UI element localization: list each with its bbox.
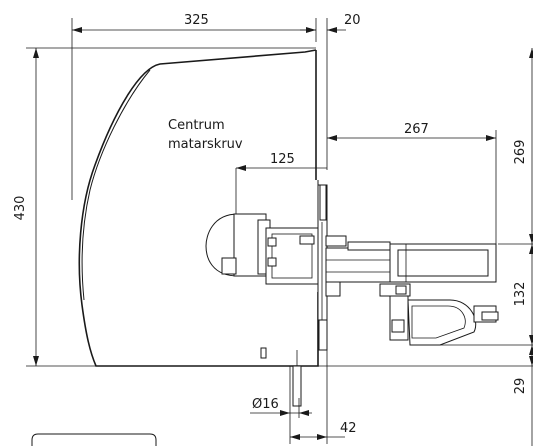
dim-267: 267: [404, 122, 429, 137]
label-feed-screw-center-line1: Centrum: [168, 118, 225, 133]
dim-125: 125: [270, 152, 295, 167]
dim-42: 42: [340, 421, 357, 436]
fan-motor: [205, 213, 271, 277]
extension-lines: [26, 18, 533, 444]
dim-shaft-diameter: Ø16: [252, 397, 279, 412]
auger-assembly: [325, 235, 497, 283]
dim-269: 269: [513, 140, 528, 165]
corner-frame: [31, 433, 157, 446]
feeder-bracket: [265, 227, 319, 285]
dim-430: 430: [13, 196, 28, 221]
dim-325: 325: [184, 13, 209, 28]
dim-132: 132: [513, 282, 528, 307]
burner-housing: [78, 49, 319, 367]
label-feed-screw-center-line2: matarskruv: [168, 137, 243, 152]
dimension-lines: [33, 27, 533, 446]
dim-20: 20: [344, 13, 361, 28]
lower-feed-mechanism: [325, 281, 499, 346]
dim-29: 29: [513, 378, 528, 395]
